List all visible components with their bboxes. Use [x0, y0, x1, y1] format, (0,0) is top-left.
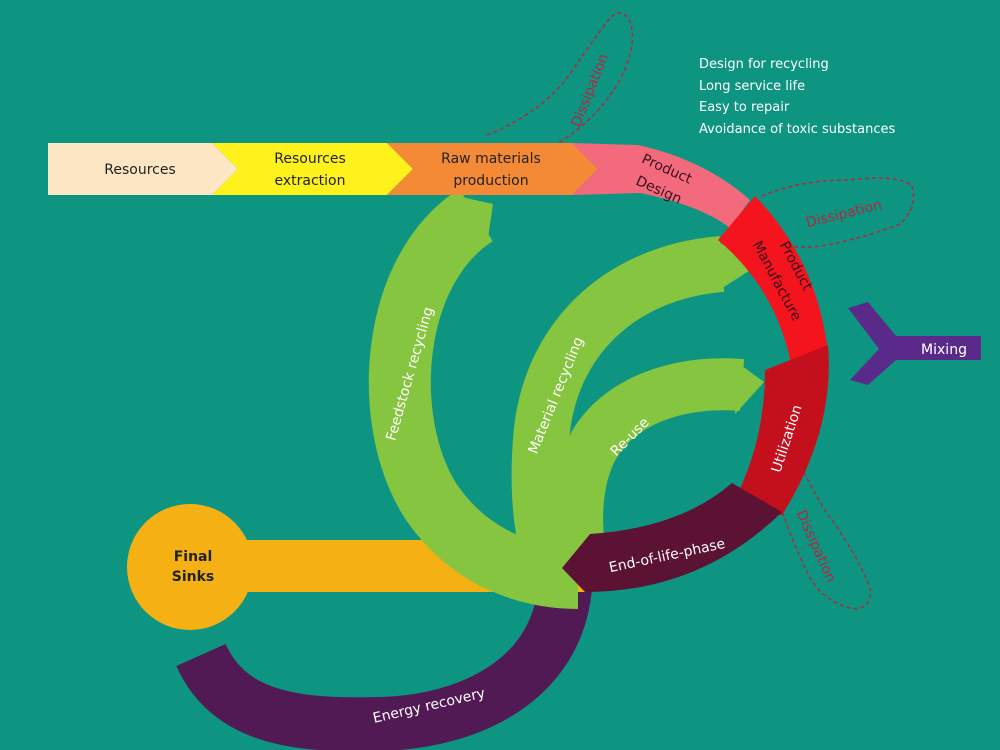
mixing-label: Mixing [921, 342, 967, 358]
final-sinks-circle [127, 504, 253, 630]
reuse-arrowhead [735, 363, 764, 414]
extraction-label-line1: Resources [274, 151, 346, 167]
mixing-arrow [848, 302, 981, 385]
extraction-label-line2: extraction [275, 173, 346, 189]
final-sinks-label-line1: Final [174, 549, 213, 565]
resources-stage [48, 143, 238, 195]
dissipation-bubble-bottom [777, 439, 871, 610]
dissipation-label-top: Dissipation [568, 52, 612, 130]
final-sinks-label-line2: Sinks [172, 569, 215, 585]
feedstock-recycling-arrowhead [457, 196, 493, 238]
design-note-item: Design for recycling [699, 57, 829, 72]
extraction-stage [212, 143, 413, 195]
dissipation-bubble-right [761, 177, 915, 248]
raw-materials-label-line1: Raw materials [441, 151, 541, 167]
material-recycling-arrowhead [706, 237, 763, 292]
design-note-item: Easy to repair [699, 100, 790, 115]
design-notes-list: Design for recycling Long service life E… [699, 54, 895, 140]
dissipation-bubble-top [486, 12, 634, 159]
resources-label: Resources [104, 162, 176, 178]
raw-materials-label-line2: production [453, 173, 528, 189]
product-manufacture-stage [718, 196, 827, 375]
energy-recovery-loop [176, 584, 592, 750]
utilization-stage [728, 345, 829, 515]
material-recycling-loop [511, 236, 725, 587]
dissipation-label-right: Dissipation [805, 197, 884, 231]
feedstock-recycling-loop [368, 188, 579, 609]
design-note-item: Long service life [699, 78, 806, 94]
dissipation-label-bottom: Dissipation [793, 508, 839, 585]
end-of-life-stage [562, 483, 782, 592]
product-design-stage [572, 143, 750, 228]
raw-materials-stage [387, 143, 598, 195]
reuse-loop [551, 358, 745, 585]
design-note-item: Avoidance of toxic substances [699, 121, 896, 137]
